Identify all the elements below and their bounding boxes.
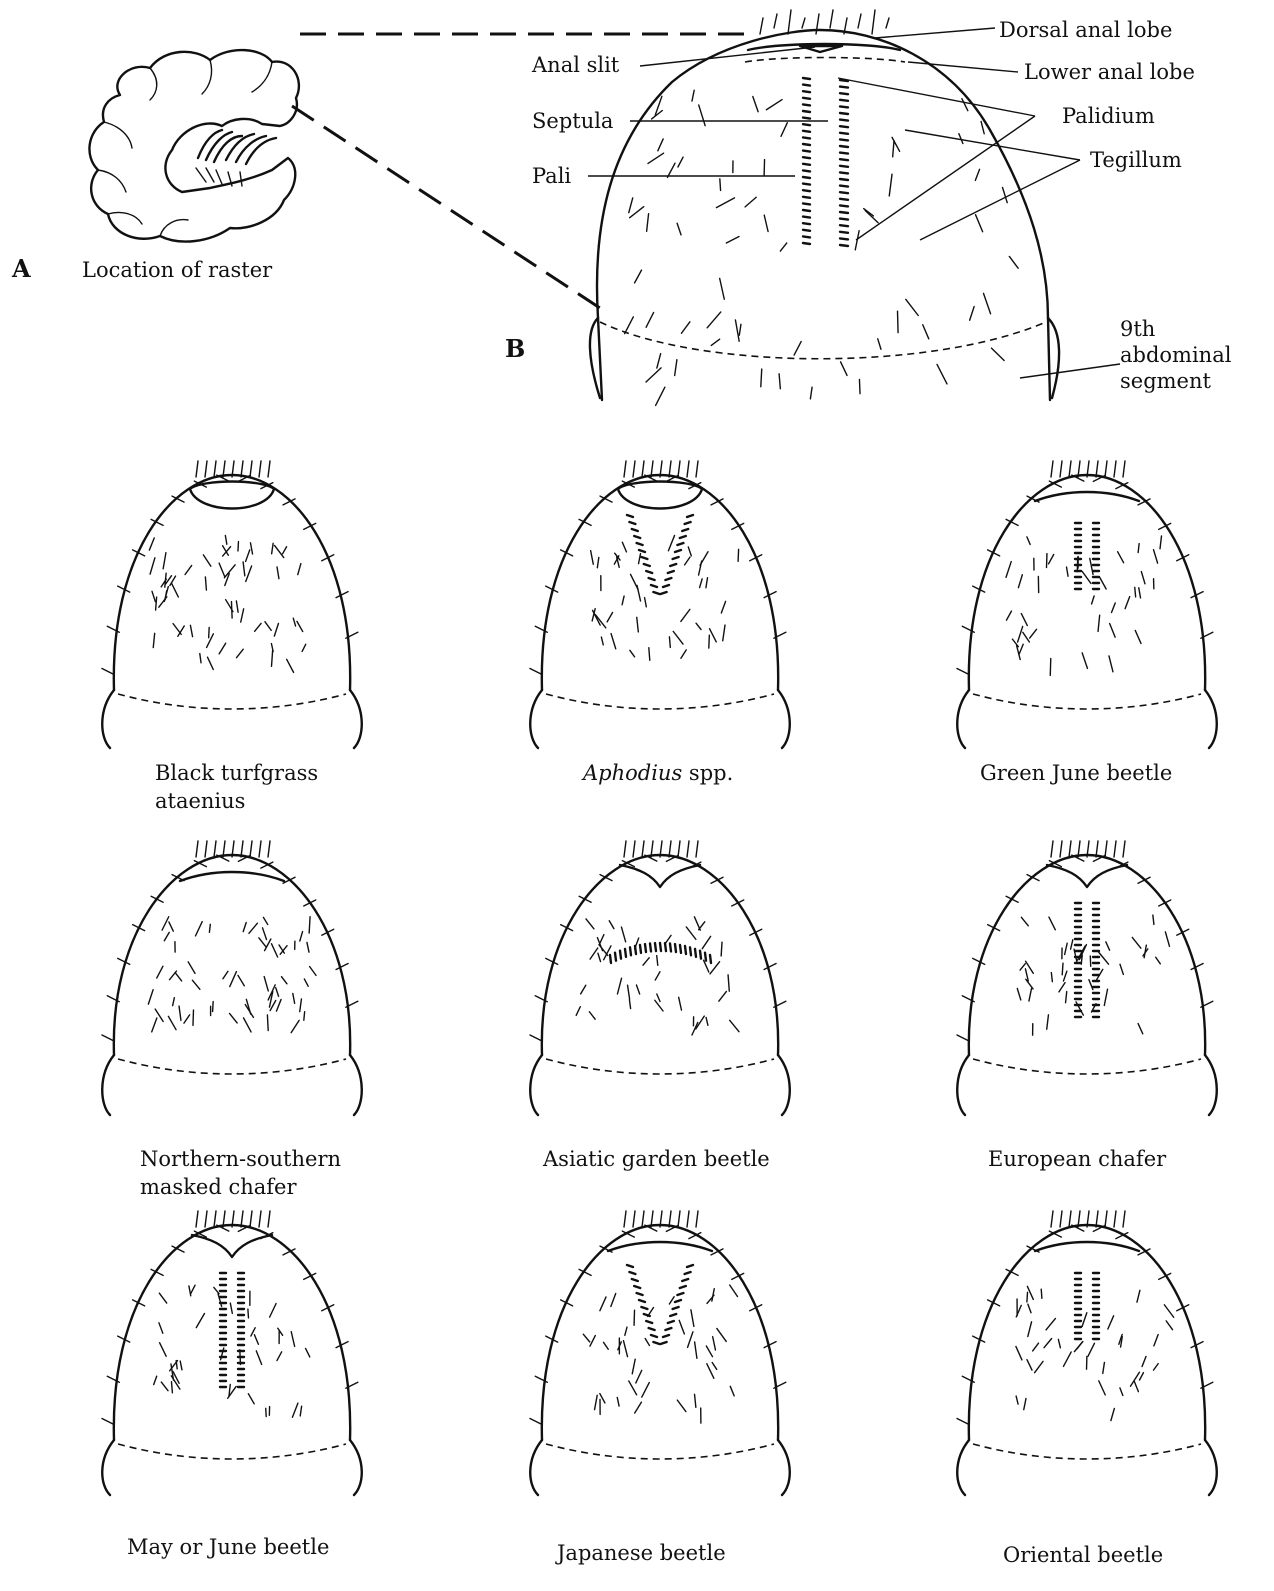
anal-lobe	[1047, 865, 1127, 887]
segment-line	[118, 1059, 346, 1074]
marginal-setae	[957, 841, 1213, 1041]
tegillum-setae	[576, 917, 739, 1035]
caption-oriental-beetle: Oriental beetle	[1003, 1543, 1163, 1567]
marginal-setae	[102, 461, 358, 675]
callout-line-bottom	[292, 106, 600, 308]
abdominal-segment	[530, 1440, 790, 1495]
label-septula: Septula	[532, 109, 613, 133]
abdominal-segment	[957, 1440, 1217, 1495]
raster-green-june-beetle	[957, 461, 1217, 748]
raster-oriental-beetle	[957, 1211, 1217, 1495]
panel-a-letter: A	[11, 254, 31, 283]
tegillum-setae	[1006, 536, 1162, 675]
pali	[1075, 1273, 1099, 1339]
panel-a-caption: Location of raster	[82, 258, 273, 282]
abdominal-segment	[530, 690, 790, 748]
segment-line	[546, 1059, 774, 1074]
panel-b-letter: B	[505, 334, 525, 363]
grub-legs	[196, 130, 276, 186]
label-anal-slit: Anal slit	[531, 53, 620, 77]
caption-masked-chafer-2: masked chafer	[140, 1175, 297, 1199]
marginal-setae	[530, 461, 786, 675]
pali	[1075, 903, 1099, 1017]
raster-japanese-beetle	[530, 1211, 790, 1495]
tegillum-setae	[1016, 1286, 1174, 1420]
abdominal-segment	[102, 1440, 362, 1495]
label-segment-line2: abdominal	[1120, 343, 1232, 367]
segment-line	[546, 694, 774, 709]
anal-lobe	[620, 865, 700, 887]
raster-european-chafer	[957, 841, 1217, 1115]
abdominal-segment	[957, 690, 1217, 748]
raster-black-turfgrass-ataenius	[102, 461, 362, 748]
raster-northern-southern-masked-chafer	[102, 841, 362, 1115]
raster-outline	[114, 475, 350, 690]
tegillum-setae	[148, 917, 316, 1033]
label-segment-line3: segment	[1120, 369, 1212, 393]
segment-line	[118, 694, 346, 709]
caption-asiatic-garden-beetle: Asiatic garden beetle	[542, 1147, 770, 1171]
pali-rows	[803, 78, 848, 246]
raster-outline	[969, 475, 1205, 690]
anal-lobe	[1035, 1242, 1139, 1251]
caption-masked-chafer-1: Northern-southern	[140, 1147, 341, 1171]
segment-line	[973, 694, 1201, 709]
raster-outline	[542, 1225, 778, 1440]
caption-black-turfgrass-ataenius-2: ataenius	[155, 789, 245, 813]
raster-asiatic-garden-beetle	[530, 841, 790, 1115]
tegillum-setae	[591, 535, 739, 660]
raster-may-or-june-beetle	[102, 1211, 362, 1495]
raster-aphodius	[530, 461, 790, 748]
segment-line	[546, 1444, 774, 1459]
caption-green-june-beetle: Green June beetle	[980, 761, 1172, 785]
caption-may-or-june-beetle: May or June beetle	[127, 1535, 329, 1559]
caption-european-chafer: European chafer	[988, 1147, 1167, 1171]
segment-line	[973, 1444, 1201, 1459]
pali	[610, 943, 711, 963]
segment-line	[118, 1444, 346, 1459]
pali	[627, 515, 693, 594]
label-segment-line1: 9th	[1120, 317, 1155, 341]
tegillum-setae	[149, 535, 305, 672]
anal-lobe	[180, 872, 284, 881]
label-lower-anal-lobe: Lower anal lobe	[1024, 60, 1195, 84]
caption-japanese-beetle: Japanese beetle	[555, 1541, 726, 1565]
caption-aphodius: Aphodius spp.	[581, 761, 733, 785]
species-raster-grid	[102, 461, 1217, 1495]
raster-outline	[114, 855, 350, 1055]
pali	[220, 1273, 244, 1387]
anal-lobe	[192, 1235, 272, 1257]
segment-line	[973, 1059, 1201, 1074]
anal-lobe	[608, 1242, 712, 1251]
caption-aphodius-spp: spp.	[682, 761, 733, 785]
label-palidium: Palidium	[1062, 104, 1155, 128]
tegillum-setae	[154, 1285, 310, 1417]
tegillum-setae	[583, 1285, 737, 1423]
label-pali: Pali	[532, 164, 571, 188]
label-dorsal-anal-lobe: Dorsal anal lobe	[999, 18, 1172, 42]
grub-illustration	[89, 50, 298, 242]
raster-outline	[969, 1225, 1205, 1440]
caption-aphodius-genus: Aphodius	[581, 761, 682, 785]
marginal-setae	[530, 841, 786, 1041]
label-tegillum: Tegillum	[1090, 148, 1182, 172]
raster-outline	[542, 475, 778, 690]
anal-lobe	[1035, 492, 1139, 501]
abdominal-segment	[102, 690, 362, 748]
caption-black-turfgrass-ataenius-1: Black turfgrass	[155, 761, 318, 785]
